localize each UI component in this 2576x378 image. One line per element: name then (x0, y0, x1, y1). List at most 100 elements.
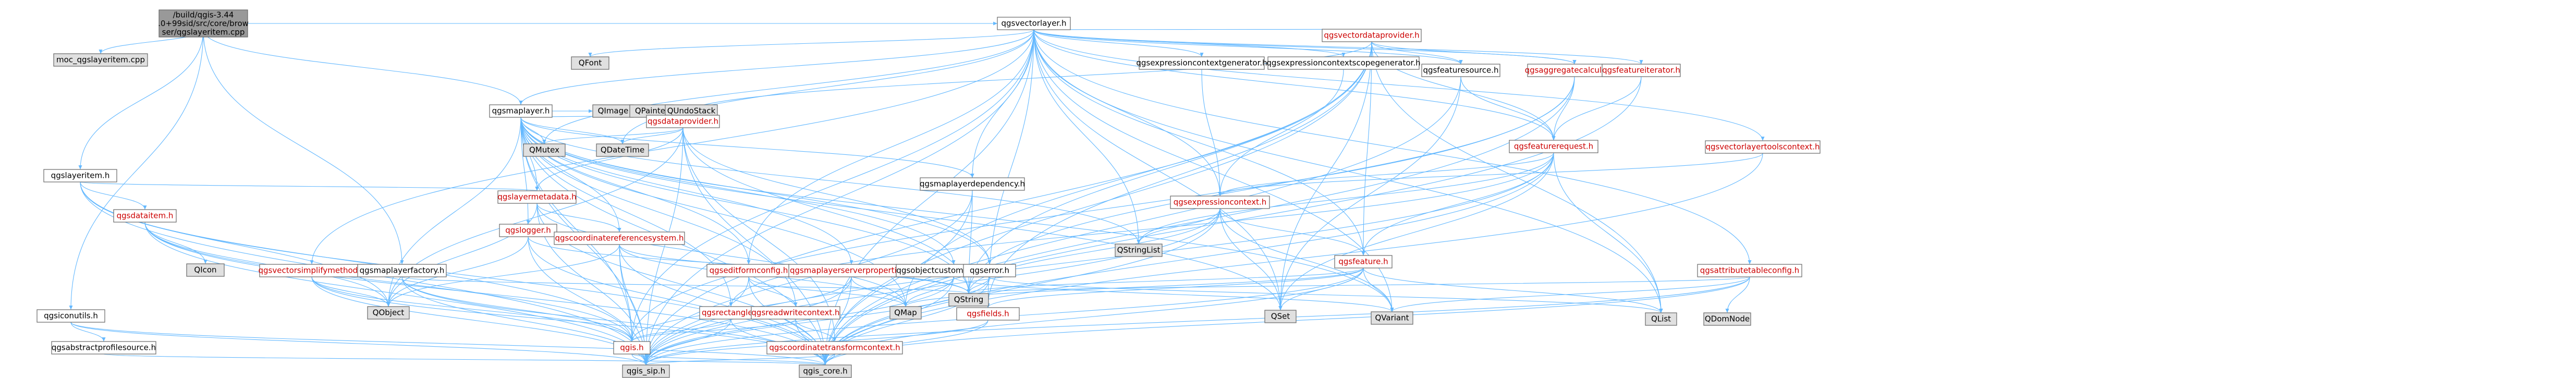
node-vectorlayer[interactable]: qgsvectorlayer.h (997, 17, 1071, 30)
node-maplayerfactory[interactable]: qgsmaplayerfactory.h (357, 264, 447, 277)
edge-rectangle-to-qgis (630, 319, 731, 342)
node-layeritem-label: qgslayeritem.h (51, 171, 110, 180)
node-featureiterator-label: qgsfeatureiterator.h (1602, 66, 1680, 75)
node-dataitem[interactable]: qgsdataitem.h (113, 209, 177, 223)
node-qdomnode: QDomNode (1703, 312, 1751, 326)
edge-vectorlayer-to-featuresource (1033, 29, 1463, 65)
edge-dataprovider-to-error (682, 127, 992, 265)
node-exprctxgen-label: qgsexpressioncontextgenerator.h (1136, 58, 1267, 68)
edge-vectorlayer-to-featureiterator (1033, 29, 1643, 65)
node-editformconfig[interactable]: qgseditformconfig.h (706, 264, 791, 277)
edge-vectorlayer-to-vecsimplify (310, 29, 1034, 265)
node-editformconfig-box (706, 264, 791, 277)
edge-exprctxscopegen-to-exprctx (1218, 69, 1344, 197)
node-layeritem[interactable]: qgslayeritem.h (43, 169, 117, 182)
edge-layermetadata-to-crs (536, 203, 621, 233)
node-qstringlist-box (1115, 243, 1163, 257)
node-featureiterator[interactable]: qgsfeatureiterator.h (1602, 64, 1681, 77)
edge-exprctx-to-qgiscore (823, 208, 1220, 365)
node-layermetadata-label: qgslayermetadata.h (497, 192, 576, 202)
node-maplayerfactory-label: qgsmaplayerfactory.h (360, 266, 445, 275)
edge-layermetadata-to-qmap (536, 203, 908, 307)
node-qgis[interactable]: qgis.h (613, 341, 651, 355)
node-maplayerfactory-box (357, 264, 447, 277)
node-coordtransformctx[interactable]: qgscoordinatetransformcontext.h (766, 341, 903, 355)
node-layermetadata[interactable]: qgslayermetadata.h (497, 190, 577, 204)
edge-vecdataprovider-to-fields (986, 41, 1372, 308)
node-vltoolsctx[interactable]: qgsvectorlayertoolscontext.h (1705, 140, 1821, 154)
node-qmap-label: QMap (894, 308, 917, 318)
node-qfont-box (571, 56, 609, 70)
node-mlserverprops[interactable]: qgsmaplayerserverproperties.h (788, 264, 914, 277)
edge-root-to-maplayerfactory (203, 29, 404, 265)
node-qdatetime-label: QDateTime (601, 145, 644, 155)
edge-vecsimplify-to-qgissip (311, 276, 648, 365)
node-vltoolsctx-label: qgsvectorlayertoolscontext.h (1705, 142, 1820, 152)
node-root-box (158, 9, 248, 38)
node-qgiscore-label: qgis_core.h (803, 367, 847, 376)
node-featurerequest-label: qgsfeaturerequest.h (1514, 142, 1593, 151)
node-dataprovider[interactable]: qgsdataprovider.h (646, 115, 720, 128)
node-readwritectx[interactable]: qgsreadwritecontext.h (751, 306, 840, 320)
edge-attrtableconfig-to-qstring (967, 276, 1750, 294)
edge-vecdataprovider-to-qgiscore (823, 41, 1372, 365)
edge-vectorlayer-to-mldependency (970, 29, 1034, 178)
edge-maplayer-to-qmap (520, 117, 908, 307)
node-fields[interactable]: qgsfields.h (956, 307, 1020, 321)
edge-attrtableconfig-to-qgissip (644, 276, 1750, 365)
node-exprctxscopegen-label: qgsexpressioncontextscopegenerator.h (1266, 58, 1420, 68)
node-layermetadata-box (497, 190, 577, 204)
node-qicon-label: QIcon (194, 265, 216, 275)
node-error-label: qgserror.h (970, 266, 1009, 275)
node-iconutils[interactable]: qgsiconutils.h (36, 309, 105, 323)
node-maplayer[interactable]: qgsmaplayer.h (489, 104, 553, 118)
node-featurerequest-box (1509, 140, 1598, 153)
edge-vltoolsctx-to-qgiscore (823, 153, 1763, 365)
edge-dataitem-to-qgiscore (144, 222, 827, 365)
node-absprofile[interactable]: qgsabstractprofilesource.h (51, 341, 156, 355)
node-exprctxscopegen-box (1267, 56, 1420, 70)
edge-vectorlayer-to-feature (1033, 29, 1365, 256)
node-vecsimplify-box (259, 264, 364, 277)
node-logger[interactable]: qgslogger.h (499, 224, 557, 237)
node-attrtableconfig[interactable]: qgsattributetableconfig.h (1697, 264, 1802, 277)
edge-editformconfig-to-qgissip (644, 276, 749, 365)
edge-vecdataprovider-to-qset (1278, 41, 1372, 311)
node-qstring-box (948, 293, 989, 307)
node-crs-box (554, 231, 685, 245)
node-featurerequest[interactable]: qgsfeaturerequest.h (1509, 140, 1598, 153)
node-vltoolsctx-box (1705, 140, 1821, 154)
node-qfont-label: QFont (579, 58, 602, 68)
node-moc-box (53, 53, 148, 67)
node-exprctxscopegen[interactable]: qgsexpressioncontextscopegenerator.h (1266, 56, 1421, 70)
edge-maplayer-to-qvariant (520, 117, 1394, 312)
edge-feature-to-qvariant (1363, 267, 1394, 312)
edge-exprctx-to-qstring (967, 208, 1220, 294)
node-featuresource[interactable]: qgsfeaturesource.h (1421, 64, 1500, 77)
edge-objcustomprops-to-qgissip (644, 276, 954, 365)
edge-vecdataprovider-to-feature (1361, 41, 1372, 256)
node-qstringlist: QStringList (1115, 243, 1163, 257)
node-mldependency[interactable]: qgsmaplayerdependency.h (920, 177, 1025, 191)
node-feature[interactable]: qgsfeature.h (1334, 255, 1393, 269)
edge-vltoolsctx-to-exprctx (1218, 153, 1763, 197)
node-error[interactable]: qgserror.h (963, 264, 1016, 277)
edge-featurerequest-to-qgissip (644, 152, 1554, 365)
edge-dataprovider-to-layermetadata (535, 127, 683, 191)
edge-exprctx-to-qvariant (1219, 208, 1394, 312)
node-qgissip: qgis_sip.h (622, 364, 670, 378)
node-exprctxgen-box (1139, 56, 1265, 70)
node-exprctxgen[interactable]: qgsexpressioncontextgenerator.h (1136, 56, 1267, 70)
edge-vecdataprovider-to-qmap (904, 41, 1372, 307)
node-vecsimplify[interactable]: qgsvectorsimplifymethod.h (259, 264, 365, 277)
node-vecdataprovider-box (1322, 29, 1422, 42)
node-qmap: QMap (889, 306, 922, 320)
node-vecdataprovider[interactable]: qgsvectordataprovider.h (1322, 29, 1422, 42)
edge-coordtransformctx-to-qgissip (644, 353, 835, 365)
node-crs[interactable]: qgscoordinatereferencesystem.h (554, 231, 685, 245)
node-qset-box (1264, 310, 1297, 323)
node-qlist-label: QList (1651, 314, 1671, 324)
node-exprctx[interactable]: qgsexpressioncontext.h (1170, 196, 1270, 209)
node-qundostack: QUndoStack (665, 104, 718, 118)
